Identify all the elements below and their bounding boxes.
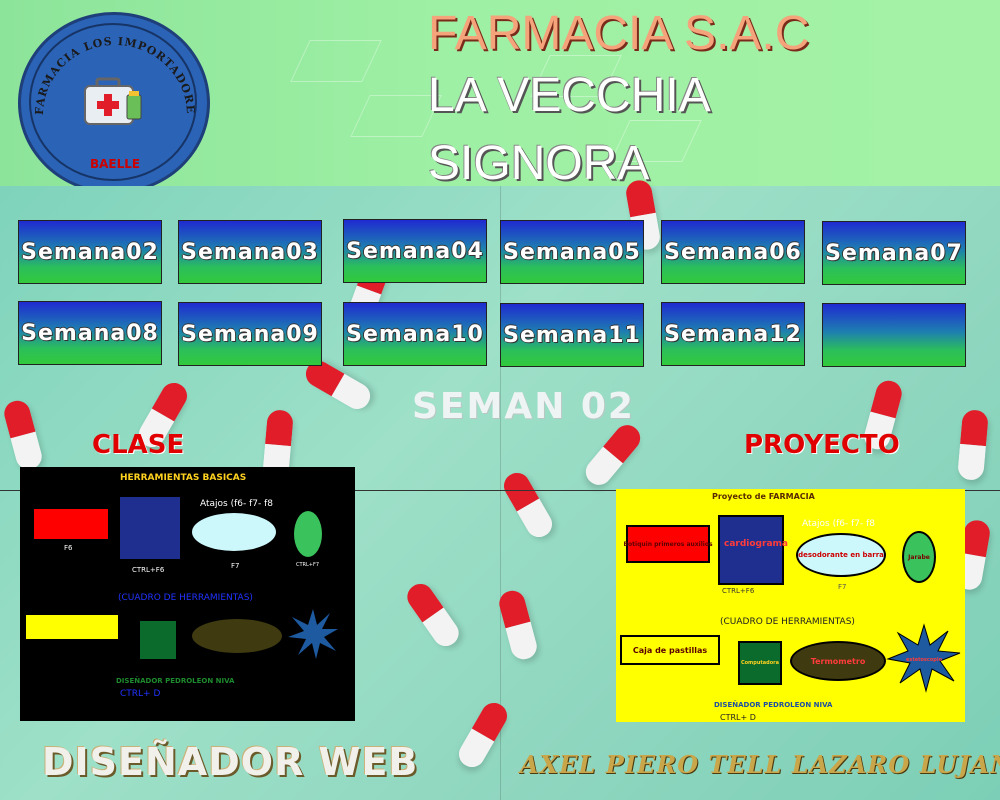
ctrl-d-label: CTRL+ D	[120, 689, 161, 699]
ctrl-f6-label: CTRL+F6	[132, 566, 165, 574]
yellow-box: Caja de pastillas	[620, 635, 720, 665]
week-button-02[interactable]: Semana02	[18, 220, 162, 284]
proyecto-preview[interactable]: Proyecto de FARMACIA Botiquin primeros a…	[616, 489, 965, 722]
divider-horizontal	[0, 490, 1000, 491]
clase-preview[interactable]: HERRAMIENTAS BASICAS F6 CTRL+F6 Atajos (…	[20, 467, 355, 721]
week-button-10[interactable]: Semana10	[343, 302, 487, 366]
logo-badge: BAELLE	[89, 157, 141, 171]
clase-label: CLASE	[92, 430, 185, 460]
proyecto-label: PROYECTO	[744, 430, 900, 460]
blue-star-icon: estetoscopio	[886, 623, 961, 693]
week-button-08[interactable]: Semana08	[18, 301, 162, 365]
footer-role: DISEÑADOR WEB	[42, 740, 419, 784]
week-button-11[interactable]: Semana11	[500, 303, 644, 367]
designer-label: DISEÑADOR PEDROLEON NIVA	[116, 677, 235, 685]
designer-label: DISEÑADOR PEDROLEON NIVA	[714, 701, 833, 709]
toolbox-label: (CUADRO DE HERRAMIENTAS)	[720, 617, 855, 627]
box-green-text: Computadora	[740, 660, 780, 666]
week-button-05[interactable]: Semana05	[500, 220, 644, 284]
ellipse-green-text: Jarabe	[908, 553, 930, 561]
divider-vertical	[500, 186, 501, 800]
f7-label: F7	[838, 583, 847, 591]
box-yellow-text: Caja de pastillas	[632, 645, 708, 655]
green-ellipse: Jarabe	[902, 531, 936, 583]
logo-ring	[29, 23, 197, 181]
box-blue-text: cardiograma	[724, 539, 788, 549]
ctrl-f6-label: CTRL+F6	[722, 587, 755, 595]
shortcuts-label: Atajos (f6- f7- f8	[200, 499, 274, 509]
week-button-03[interactable]: Semana03	[178, 220, 322, 284]
header-banner: FARMACIA LOS IMPORTADORES BAELLE FARMACI…	[0, 0, 1000, 194]
f6-label: F6	[64, 544, 73, 552]
yellow-rectangle	[26, 615, 118, 639]
footer-author: AXEL PIERO TELL LAZARO LUJAN	[520, 750, 1000, 779]
hex-decoration	[290, 40, 382, 82]
title-line-3: SIGNORA	[428, 137, 650, 190]
section-title: SEMAN 02	[412, 386, 635, 427]
title-line-1: FARMACIA S.A.C	[428, 7, 810, 60]
blue-square	[120, 497, 180, 559]
olive-ellipse	[192, 619, 282, 653]
toolbox-label: (CUADRO DE HERRAMIENTAS)	[118, 593, 253, 603]
ellipse-cyan-text: desodorante en barra	[798, 551, 884, 559]
ellipse-olive-text: Termometro	[810, 656, 866, 666]
star-text: estetoscopio	[906, 657, 943, 663]
week-button-06[interactable]: Semana06	[661, 220, 805, 284]
shortcuts-label: Atajos (f6- f7- f8	[802, 519, 876, 529]
pharmacy-logo: FARMACIA LOS IMPORTADORES BAELLE	[18, 12, 210, 194]
ctrl-d-label: CTRL+ D	[720, 713, 756, 722]
clase-heading: HERRAMIENTAS BASICAS	[120, 473, 247, 483]
title-line-2: LA VECCHIA	[428, 69, 711, 122]
f7-label: F7	[231, 562, 240, 570]
week-button-07[interactable]: Semana07	[822, 221, 966, 285]
week-button-12[interactable]: Semana12	[661, 302, 805, 366]
box-red-text: Botiquin primeros auxilios	[623, 540, 713, 548]
week-button-empty[interactable]	[822, 303, 966, 367]
proyecto-heading: Proyecto de FARMACIA	[712, 492, 815, 501]
green-ellipse	[294, 511, 322, 557]
green-box: Computadora	[738, 641, 782, 685]
blue-star-icon	[288, 609, 338, 659]
red-box: Botiquin primeros auxilios	[623, 525, 713, 563]
olive-ellipse: Termometro	[790, 641, 886, 681]
ctrl-f7-label: CTRL+F7	[296, 562, 320, 568]
blue-box: cardiograma	[718, 515, 788, 585]
dark-green-square	[140, 621, 176, 659]
cyan-ellipse: desodorante en barra	[796, 533, 886, 577]
week-button-04[interactable]: Semana04	[343, 219, 487, 283]
red-rectangle	[34, 509, 108, 539]
cyan-ellipse	[192, 513, 276, 551]
week-button-09[interactable]: Semana09	[178, 302, 322, 366]
first-aid-kit-icon	[84, 77, 142, 125]
